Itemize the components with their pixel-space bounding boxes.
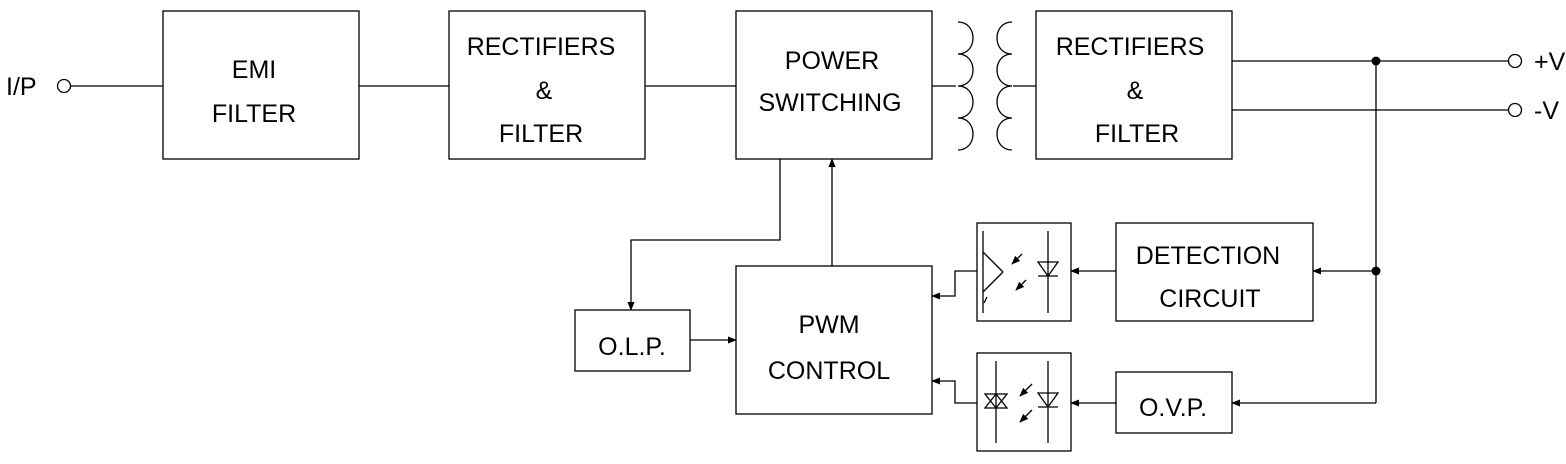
- power-switching-block: POWER SWITCHING: [735, 10, 933, 160]
- optocoupler-triac-icon: [976, 352, 1072, 452]
- output-pos-label: +V: [1534, 48, 1566, 76]
- rectifiers-input-block: RECTIFIERS & FILTER: [448, 10, 646, 160]
- output-neg-terminal: [1507, 102, 1523, 118]
- transformer-icon: [957, 21, 1013, 151]
- rectifiers-output-label-2: &: [1127, 77, 1144, 105]
- emi-filter-label-1: EMI: [232, 56, 276, 84]
- optocoupler-transistor-icon: [976, 222, 1072, 322]
- junction-dot-top: [1371, 56, 1381, 66]
- rectifiers-input-label-1: RECTIFIERS: [467, 33, 616, 61]
- olp-label: O.L.P.: [598, 333, 666, 361]
- pwm-label-1: PWM: [798, 311, 859, 339]
- power-switching-label-2: SWITCHING: [758, 89, 901, 117]
- detection-circuit-block: DETECTION CIRCUIT: [1115, 222, 1314, 322]
- output-pos-terminal: [1507, 53, 1523, 69]
- input-label: I/P: [6, 73, 37, 101]
- output-neg-label: -V: [1534, 97, 1559, 125]
- ovp-label: O.V.P.: [1139, 394, 1207, 422]
- ovp-block: O.V.P.: [1115, 371, 1233, 434]
- pwm-label-2: CONTROL: [768, 357, 890, 385]
- rectifiers-input-label-2: &: [536, 77, 553, 105]
- detection-label-2: CIRCUIT: [1159, 285, 1260, 313]
- junction-dot-mid: [1371, 266, 1381, 276]
- emi-filter-block: EMI FILTER: [162, 10, 360, 160]
- detection-label-1: DETECTION: [1136, 242, 1280, 270]
- pwm-control-block: PWM CONTROL: [735, 265, 933, 415]
- olp-block: O.L.P.: [574, 309, 691, 372]
- rectifiers-output-label-1: RECTIFIERS: [1056, 33, 1205, 61]
- power-switching-label-1: POWER: [785, 47, 879, 75]
- wire-opto2-pwm: [931, 377, 977, 404]
- wire-opto1-pwm: [931, 270, 977, 300]
- wires: [71, 60, 1509, 407]
- rectifiers-output-label-3: FILTER: [1095, 120, 1179, 148]
- wire-power-olp: [627, 159, 781, 311]
- input-terminal: [56, 78, 72, 94]
- rectifiers-input-label-3: FILTER: [499, 120, 583, 148]
- emi-filter-label-2: FILTER: [212, 100, 296, 128]
- rectifiers-output-block: RECTIFIERS & FILTER: [1035, 10, 1233, 160]
